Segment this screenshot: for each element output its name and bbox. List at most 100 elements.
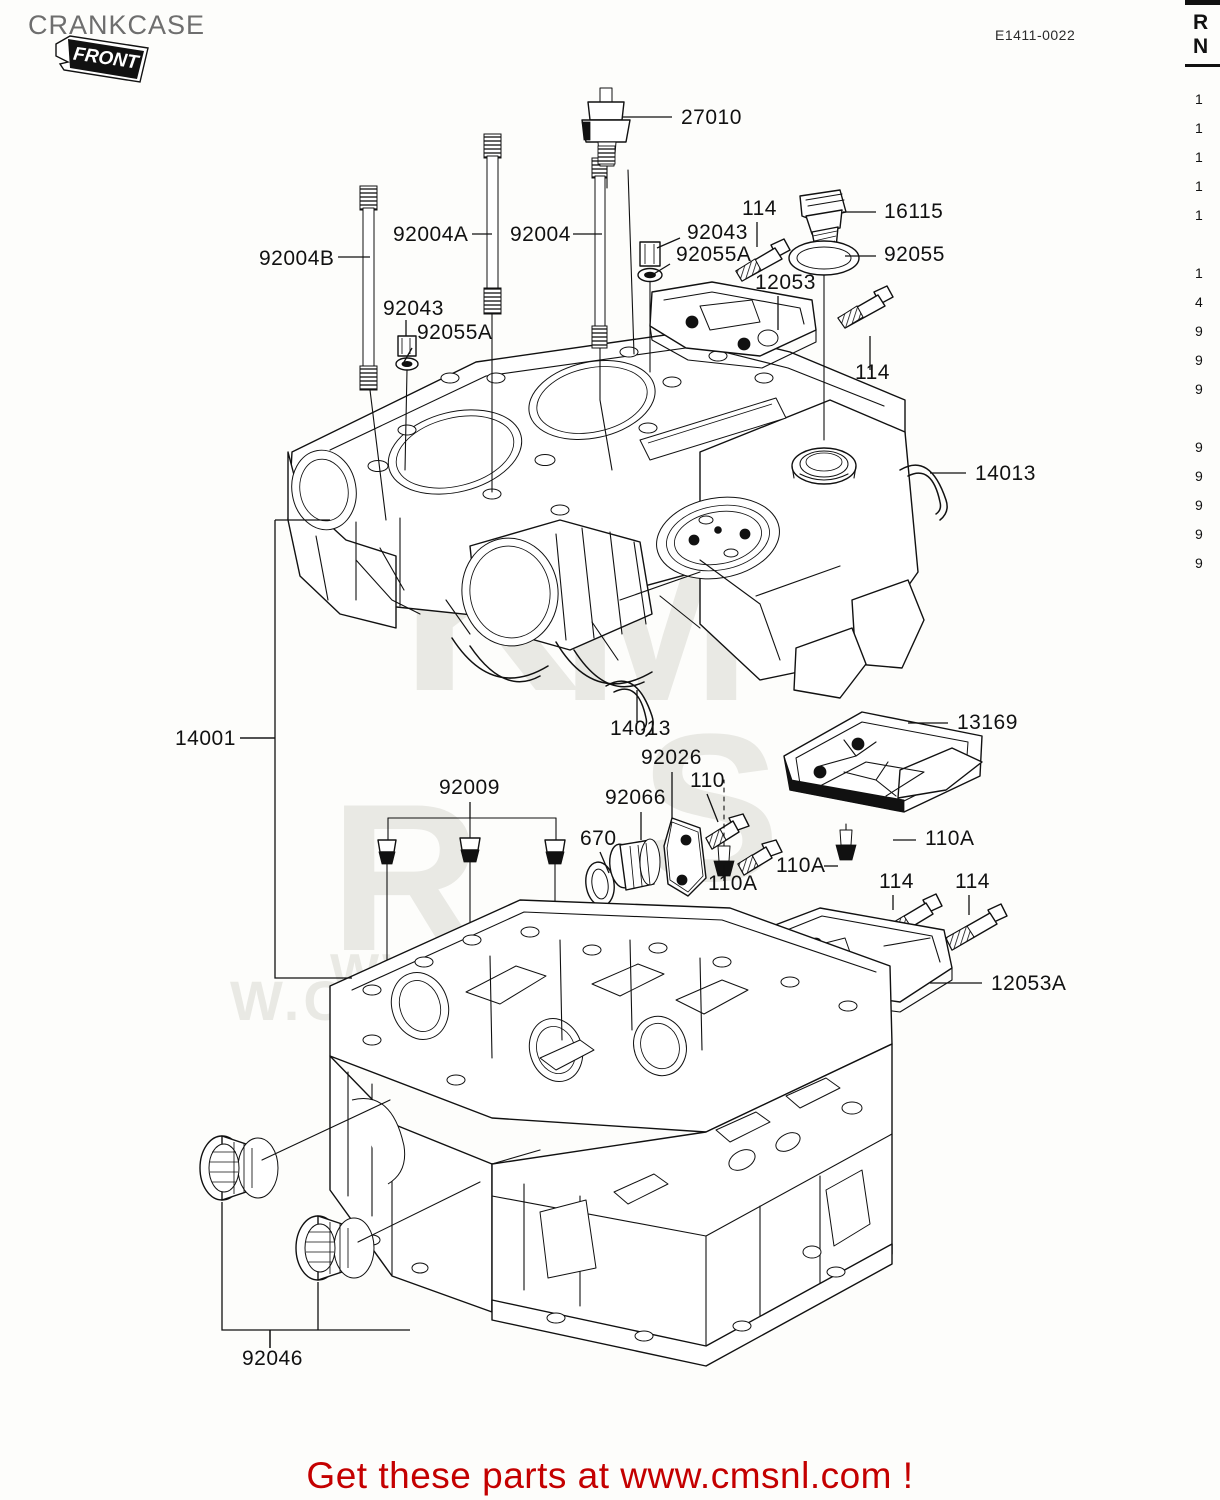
callout-label: 92055A	[676, 243, 751, 266]
drawing-number: E1411-0022	[995, 27, 1076, 43]
callout-14001: 14001	[175, 727, 275, 750]
callout-92055: 92055	[845, 243, 945, 266]
callout-label: 27010	[681, 106, 742, 129]
table-cell: 1	[1195, 178, 1203, 195]
crankcase-studs	[359, 133, 635, 521]
callout-92004: 92004	[510, 223, 602, 246]
table-cell: 4	[1195, 294, 1203, 311]
callout-label: 12053A	[991, 972, 1066, 995]
callout-leader	[599, 851, 610, 874]
callout-label: 92055	[884, 243, 945, 266]
part-110A-bolt-right	[737, 839, 783, 876]
svg-text:S: S	[640, 690, 780, 925]
callout-label: 670	[580, 827, 617, 850]
callout-leader	[656, 237, 681, 249]
callout-leader	[403, 347, 413, 363]
callout-label: 13169	[957, 711, 1018, 734]
callout-92004A: 92004A	[393, 223, 492, 246]
table-cell: 1	[1195, 120, 1203, 137]
part-13169-oil-screen	[783, 711, 983, 813]
callout-label: 16115	[884, 200, 943, 223]
callout-114-right: 114	[855, 336, 890, 384]
callout-27010: 27010	[622, 106, 742, 129]
table-cell: 9	[1195, 526, 1203, 543]
callout-leader	[651, 263, 671, 276]
part-92009-screws	[377, 817, 566, 1007]
callout-92066: 92066	[605, 786, 666, 840]
callout-110A-right: 110A	[893, 827, 974, 850]
callout-label: 92043	[383, 297, 444, 320]
callout-12053A: 12053A	[930, 972, 1066, 995]
table-cell: 9	[1195, 439, 1203, 456]
callout-114-lower-right: 114	[955, 870, 990, 915]
part-92046-bearing-lower	[295, 1181, 481, 1281]
callout-92055A-center: 92055A	[651, 243, 751, 276]
callout-label: 114	[879, 870, 914, 893]
table-cell: 1	[1195, 149, 1203, 166]
table-cell: 9	[1195, 381, 1203, 398]
page-title: CRANKCASE	[28, 10, 206, 40]
footer-cta: Get these parts at www.cmsnl.com !	[306, 1455, 914, 1496]
diagram-svg: .ln { fill:none; stroke:#111; stroke-wid…	[175, 87, 1066, 1370]
part-670-oring	[585, 861, 615, 907]
callout-label: 110A	[776, 854, 826, 877]
callout-label: 92004B	[259, 247, 334, 270]
callout-label: 92004A	[393, 223, 468, 246]
callout-label: 12053	[755, 271, 816, 294]
callout-label: 114	[855, 361, 890, 384]
callout-16115: 16115	[843, 200, 943, 223]
callout-label: 92055A	[417, 321, 492, 344]
callout-92004B: 92004B	[259, 247, 370, 270]
callout-label: 14013	[975, 462, 1036, 485]
part-92043-92055A-center	[637, 241, 663, 373]
callout-label: 92066	[605, 786, 666, 809]
callout-92046: 92046	[242, 1330, 303, 1370]
callout-label: 14001	[175, 727, 236, 750]
lower-crankcase-half	[329, 899, 893, 1367]
part-114-bolt-top	[735, 238, 791, 282]
part-92046-bearing-upper	[199, 1099, 391, 1201]
table-cell: 9	[1195, 468, 1203, 485]
part-92043-92055A-left	[395, 335, 419, 471]
callout-92026: 92026	[641, 746, 702, 818]
callout-label: 110	[690, 769, 725, 792]
callout-92043-center: 92043	[656, 221, 748, 249]
callout-label: 92009	[439, 776, 500, 799]
callout-14013-right: 14013	[930, 462, 1036, 485]
callout-92043-upper-left: 92043	[383, 297, 444, 336]
table-cell: 9	[1195, 352, 1203, 369]
stud-92004	[591, 157, 608, 401]
callout-670: 670	[580, 827, 617, 874]
callout-label: 92026	[641, 746, 702, 769]
stud-92004A	[483, 133, 502, 373]
table-header-line-2: N	[1193, 34, 1209, 58]
table-cell: 9	[1195, 497, 1203, 514]
callout-label: 114	[955, 870, 990, 893]
part-92055-oring	[788, 240, 860, 441]
callout-13169: 13169	[908, 711, 1018, 734]
part-114-bolt-right	[837, 285, 894, 329]
part-114-bolt-lower-right	[945, 903, 1008, 951]
callout-114-lower-left: 114	[879, 870, 914, 910]
table-cell: 9	[1195, 323, 1203, 340]
callout-92055A-upper-left: 92055A	[403, 321, 492, 363]
table-cell: 1	[1195, 265, 1203, 282]
callout-label: 92043	[687, 221, 748, 244]
part-12053-chain-guide	[649, 281, 817, 369]
front-direction-badge: FRONT	[48, 30, 158, 90]
table-header-rule	[1185, 64, 1220, 68]
callout-14013-center: 14013	[610, 690, 670, 740]
callout-leader	[706, 793, 719, 823]
callout-92009: 92009	[439, 776, 500, 818]
front-badge-shape	[55, 35, 149, 83]
stud-92004B	[359, 185, 378, 391]
part-14013-bearing-right	[899, 464, 948, 521]
part-14013-bearing-center	[605, 680, 654, 737]
callout-label: 92046	[242, 1347, 303, 1370]
part-110-bolt	[705, 813, 750, 850]
table-cell: 1	[1195, 91, 1203, 108]
